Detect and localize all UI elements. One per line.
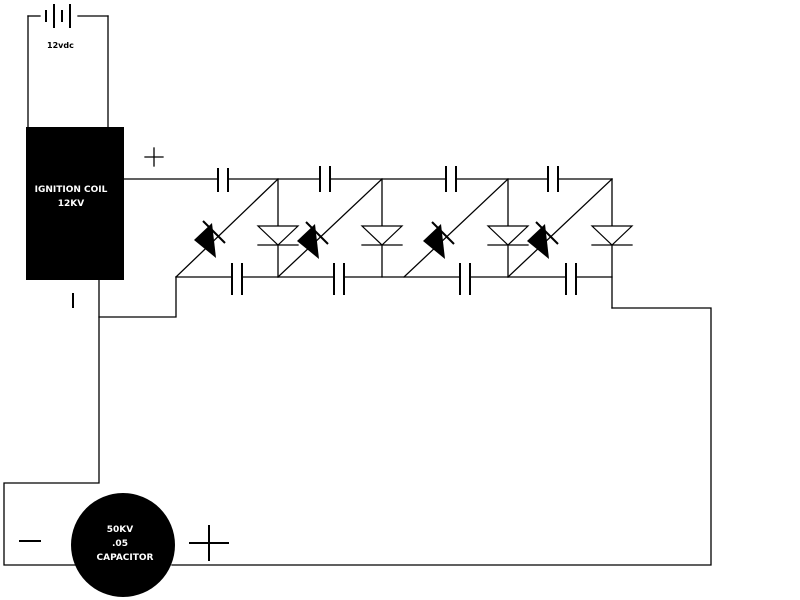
- battery-label: 12vdc: [47, 41, 74, 50]
- top-capacitor-4: [547, 166, 559, 192]
- outline-diode-2: [360, 225, 404, 246]
- coil-plus-sign: [144, 147, 164, 167]
- ignition-coil-label: IGNITION COIL: [35, 185, 108, 195]
- main-capacitor-voltage: 50KV: [107, 525, 133, 535]
- return-wires: [3, 276, 712, 566]
- bottom-capacitor-1: [231, 263, 243, 295]
- bottom-capacitor-3: [459, 263, 471, 295]
- diagonal-diode-1: [175, 178, 279, 278]
- capacitor-plus-sign: [189, 525, 229, 561]
- top-capacitor-3: [445, 166, 457, 192]
- outline-diode-3: [486, 225, 530, 246]
- diagonal-diode-4: [507, 178, 613, 278]
- top-capacitor-1: [217, 168, 229, 192]
- main-capacitor: [71, 493, 175, 597]
- bottom-capacitor-4: [565, 263, 577, 295]
- bottom-capacitor-2: [333, 263, 345, 295]
- diagonal-diode-2: [277, 178, 383, 278]
- ignition-coil-box: [26, 127, 124, 280]
- outline-diode-4: [590, 225, 634, 246]
- battery-symbol: [27, 4, 109, 129]
- main-capacitor-label: CAPACITOR: [97, 553, 154, 563]
- ignition-coil-rating: 12KV: [58, 199, 84, 209]
- diagonal-diode-3: [403, 178, 509, 278]
- main-capacitor-value: .05: [112, 539, 128, 549]
- outline-diode-1: [256, 225, 300, 246]
- top-capacitor-2: [319, 166, 331, 192]
